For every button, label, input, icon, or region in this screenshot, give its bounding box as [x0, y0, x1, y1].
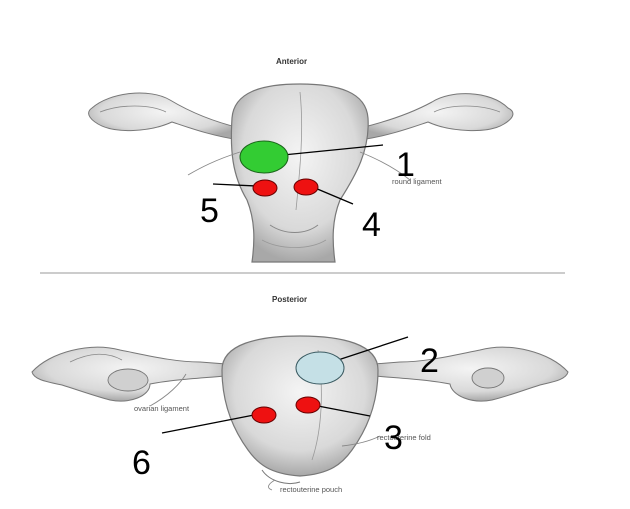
callout-5-marker — [253, 180, 277, 196]
posterior-title: Posterior — [272, 295, 307, 304]
posterior-illustration: Posterior ovarian ligament rectouterine … — [32, 295, 568, 494]
callout-2-number: 2 — [420, 342, 439, 380]
callout-6-number: 6 — [132, 444, 151, 482]
callout-4-number: 4 — [362, 206, 381, 244]
callout-4-marker — [294, 179, 318, 195]
callout-6-marker — [252, 407, 276, 423]
callout-3-marker — [296, 397, 320, 413]
callout-3-number: 3 — [384, 419, 403, 457]
rectouterine-pouch-label: rectouterine pouch — [280, 485, 342, 494]
callout-1-marker — [240, 141, 288, 173]
callout-1-number: 1 — [396, 146, 415, 184]
callout-2-marker — [296, 352, 344, 384]
anterior-title: Anterior — [276, 57, 307, 66]
callout-5-number: 5 — [200, 192, 219, 230]
ovarian-ligament-label: ovarian ligament — [134, 404, 190, 413]
anterior-illustration: Anterior round ligament — [89, 57, 513, 262]
